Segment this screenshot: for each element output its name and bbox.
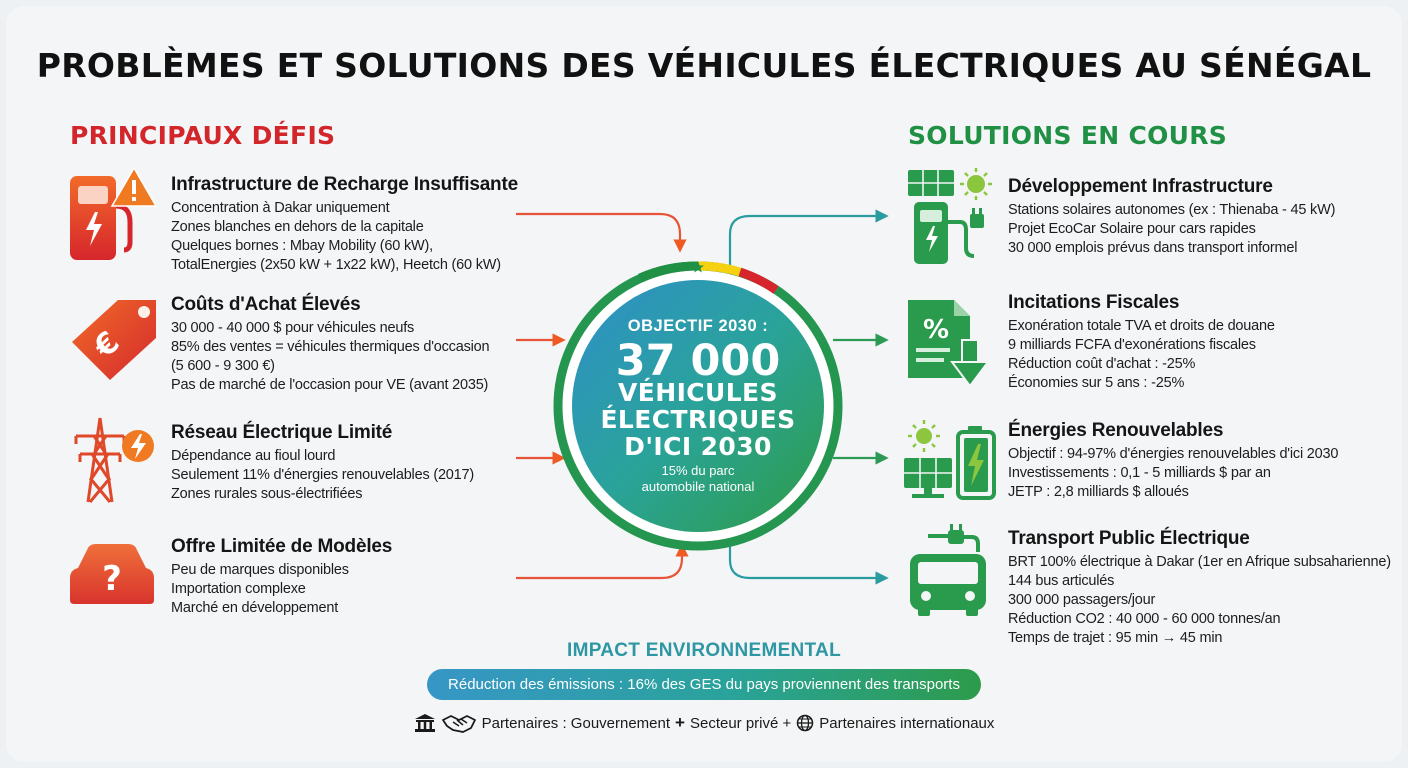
goal-number: 37 000 <box>615 336 781 386</box>
electric-bus-icon <box>910 524 986 616</box>
goal-circle <box>553 261 843 551</box>
challenge-line: Pas de marché de l'occasion pour VE (ava… <box>171 377 489 393</box>
solution-line: BRT 100% électrique à Dakar (1er en Afri… <box>1008 554 1391 570</box>
solution-tax-incentives: Incitations Fiscales Exonération totale … <box>1008 292 1275 393</box>
challenge-line: Peu de marques disponibles <box>171 562 349 578</box>
impact-banner: Réduction des émissions : 16% des GES du… <box>427 669 981 700</box>
euro-price-tag-icon: € <box>72 300 156 380</box>
challenge-model-offer: Offre Limitée de Modèles Peu de marques … <box>171 536 392 618</box>
solution-line: Exonération totale TVA et droits de doua… <box>1008 318 1275 334</box>
solution-line: Réduction CO2 : 40 000 - 60 000 tonnes/a… <box>1008 611 1281 627</box>
solution-line: Objectif : 94-97% d'énergies renouvelabl… <box>1008 446 1339 462</box>
challenge-line: Zones rurales sous-électrifiées <box>171 486 363 502</box>
plus-icon: + <box>675 713 685 732</box>
challenge-line: Concentration à Dakar uniquement <box>171 200 390 216</box>
partners-row: Partenaires : Gouvernement + Secteur pri… <box>0 712 1408 734</box>
impact-heading: IMPACT ENVIRONNEMENTAL <box>566 640 841 661</box>
challenge-line: 85% des ventes = véhicules thermiques d'… <box>171 339 490 355</box>
challenge-line: Importation complexe <box>171 581 306 597</box>
solar-charging-station-icon <box>908 168 992 264</box>
solution-title: Énergies Renouvelables <box>1008 420 1224 441</box>
solar-battery-icon <box>904 420 996 500</box>
car-question-icon: ? <box>70 544 154 604</box>
solution-line: Investissements : 0,1 - 5 milliards $ pa… <box>1008 465 1271 481</box>
goal-label: OBJECTIF 2030 : <box>627 317 769 335</box>
solution-line: Projet EcoCar Solaire pour cars rapides <box>1008 221 1256 237</box>
challenge-line: Marché en développement <box>171 600 339 616</box>
solution-line: JETP : 2,8 milliards $ alloués <box>1008 484 1189 500</box>
challenge-title: Offre Limitée de Modèles <box>171 536 393 557</box>
challenge-line: Seulement 11% d'énergies renouvelables (… <box>171 467 475 483</box>
arrow-challenge-4 <box>516 543 689 580</box>
partners-international: Partenaires internationaux <box>819 714 995 732</box>
challenge-title: Réseau Électrique Limité <box>171 422 393 443</box>
power-pylon-icon <box>74 417 154 503</box>
challenges-heading: PRINCIPAUX DÉFIS <box>70 121 336 150</box>
challenge-line: 30 000 - 40 000 $ pour véhicules neufs <box>171 320 415 336</box>
solution-line: Stations solaires autonomes (ex : Thiena… <box>1008 202 1336 218</box>
partners-government: Partenaires : Gouvernement <box>481 714 671 732</box>
solution-line: Économies sur 5 ans : -25% <box>1008 375 1185 391</box>
solution-line: Réduction coût d'achat : -25% <box>1008 356 1196 372</box>
solution-title: Transport Public Électrique <box>1008 528 1250 549</box>
solution-renewables: Énergies Renouvelables Objectif : 94-97%… <box>1008 420 1338 502</box>
goal-share: 15% du parc automobile national <box>641 463 755 494</box>
charging-station-warning-icon <box>70 166 158 260</box>
challenge-line: Dépendance au fioul lourd <box>171 448 336 464</box>
challenge-purchase-costs: Coûts d'Achat Élevés 30 000 - 40 000 $ p… <box>171 294 490 395</box>
page-title: PROBLÈMES ET SOLUTIONS DES VÉHICULES ÉLE… <box>36 46 1372 85</box>
solution-line: 9 milliards FCFA d'exonérations fiscales <box>1008 337 1256 353</box>
solution-line: 30 000 emplois prévus dans transport inf… <box>1008 240 1298 256</box>
arrow-solution-1 <box>728 209 889 272</box>
solution-title: Incitations Fiscales <box>1008 292 1180 313</box>
svg-text:%: % <box>923 315 949 345</box>
arrow-challenge-1 <box>516 212 687 253</box>
solution-title: Développement Infrastructure <box>1008 176 1273 197</box>
goal-description: VÉHICULES ÉLECTRIQUES D'ICI 2030 <box>600 378 796 461</box>
solution-line: 144 bus articulés <box>1008 573 1115 589</box>
solution-infrastructure: Développement Infrastructure Stations so… <box>1008 176 1335 258</box>
tax-document-percent-icon: % <box>908 300 990 388</box>
svg-text:?: ? <box>102 559 122 599</box>
handshake-icon <box>441 715 476 733</box>
government-building-icon <box>414 714 435 732</box>
challenge-line: TotalEnergies (2x50 kW + 1x22 kW), Heetc… <box>171 257 501 273</box>
solution-line: Temps de trajet : 95 min → 45 min <box>1008 630 1223 646</box>
arrow-solution-4 <box>728 540 889 585</box>
challenge-line: Zones blanches en dehors de la capitale <box>171 219 424 235</box>
globe-icon <box>797 714 814 732</box>
challenge-line: Quelques bornes : Mbay Mobility (60 kW), <box>171 238 433 254</box>
challenge-title: Coûts d'Achat Élevés <box>171 294 361 315</box>
solution-line: 300 000 passagers/jour <box>1008 592 1156 608</box>
challenge-line: (5 600 - 9 300 €) <box>171 358 275 374</box>
challenge-power-grid: Réseau Électrique Limité Dépendance au f… <box>171 422 474 504</box>
partners-private: Secteur privé + <box>689 714 792 732</box>
solution-public-transport: Transport Public Électrique BRT 100% éle… <box>1008 528 1391 648</box>
challenge-title: Infrastructure de Recharge Insuffisante <box>171 174 518 195</box>
challenge-charging-infrastructure: Infrastructure de Recharge Insuffisante … <box>171 174 518 275</box>
solutions-heading: SOLUTIONS EN COURS <box>908 121 1228 150</box>
